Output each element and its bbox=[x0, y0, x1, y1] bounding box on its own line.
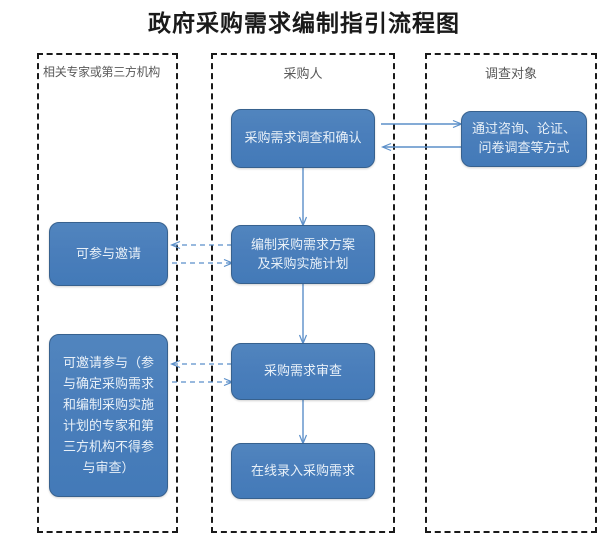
node-survey-confirm[interactable]: 采购需求调查和确认 bbox=[231, 109, 375, 168]
node-make-plan[interactable]: 编制采购需求方案 及采购实施计划 bbox=[231, 225, 375, 284]
swimlane-label-experts: 相关专家或第三方机构 bbox=[43, 65, 161, 79]
node-survey-methods[interactable]: 通过咨询、论证、 问卷调查等方式 bbox=[461, 111, 587, 167]
swimlane-label-survey-target: 调查对象 bbox=[484, 67, 537, 82]
swimlane-experts: 相关专家或第三方机构 bbox=[37, 53, 178, 533]
swimlane-survey-target: 调查对象 bbox=[425, 53, 597, 533]
node-may-join-invite[interactable]: 可参与邀请 bbox=[49, 222, 168, 286]
node-demand-review[interactable]: 采购需求审查 bbox=[231, 343, 375, 400]
swimlane-label-purchaser: 采购人 bbox=[283, 67, 323, 82]
page-title: 政府采购需求编制指引流程图 bbox=[148, 10, 460, 37]
node-may-invite-review[interactable]: 可邀请参与（参 与确定采购需求 和编制采购实施 计划的专家和第 三方机构不得参 … bbox=[49, 334, 168, 497]
swimlane-purchaser: 采购人 bbox=[211, 53, 395, 533]
node-online-entry[interactable]: 在线录入采购需求 bbox=[231, 443, 375, 499]
